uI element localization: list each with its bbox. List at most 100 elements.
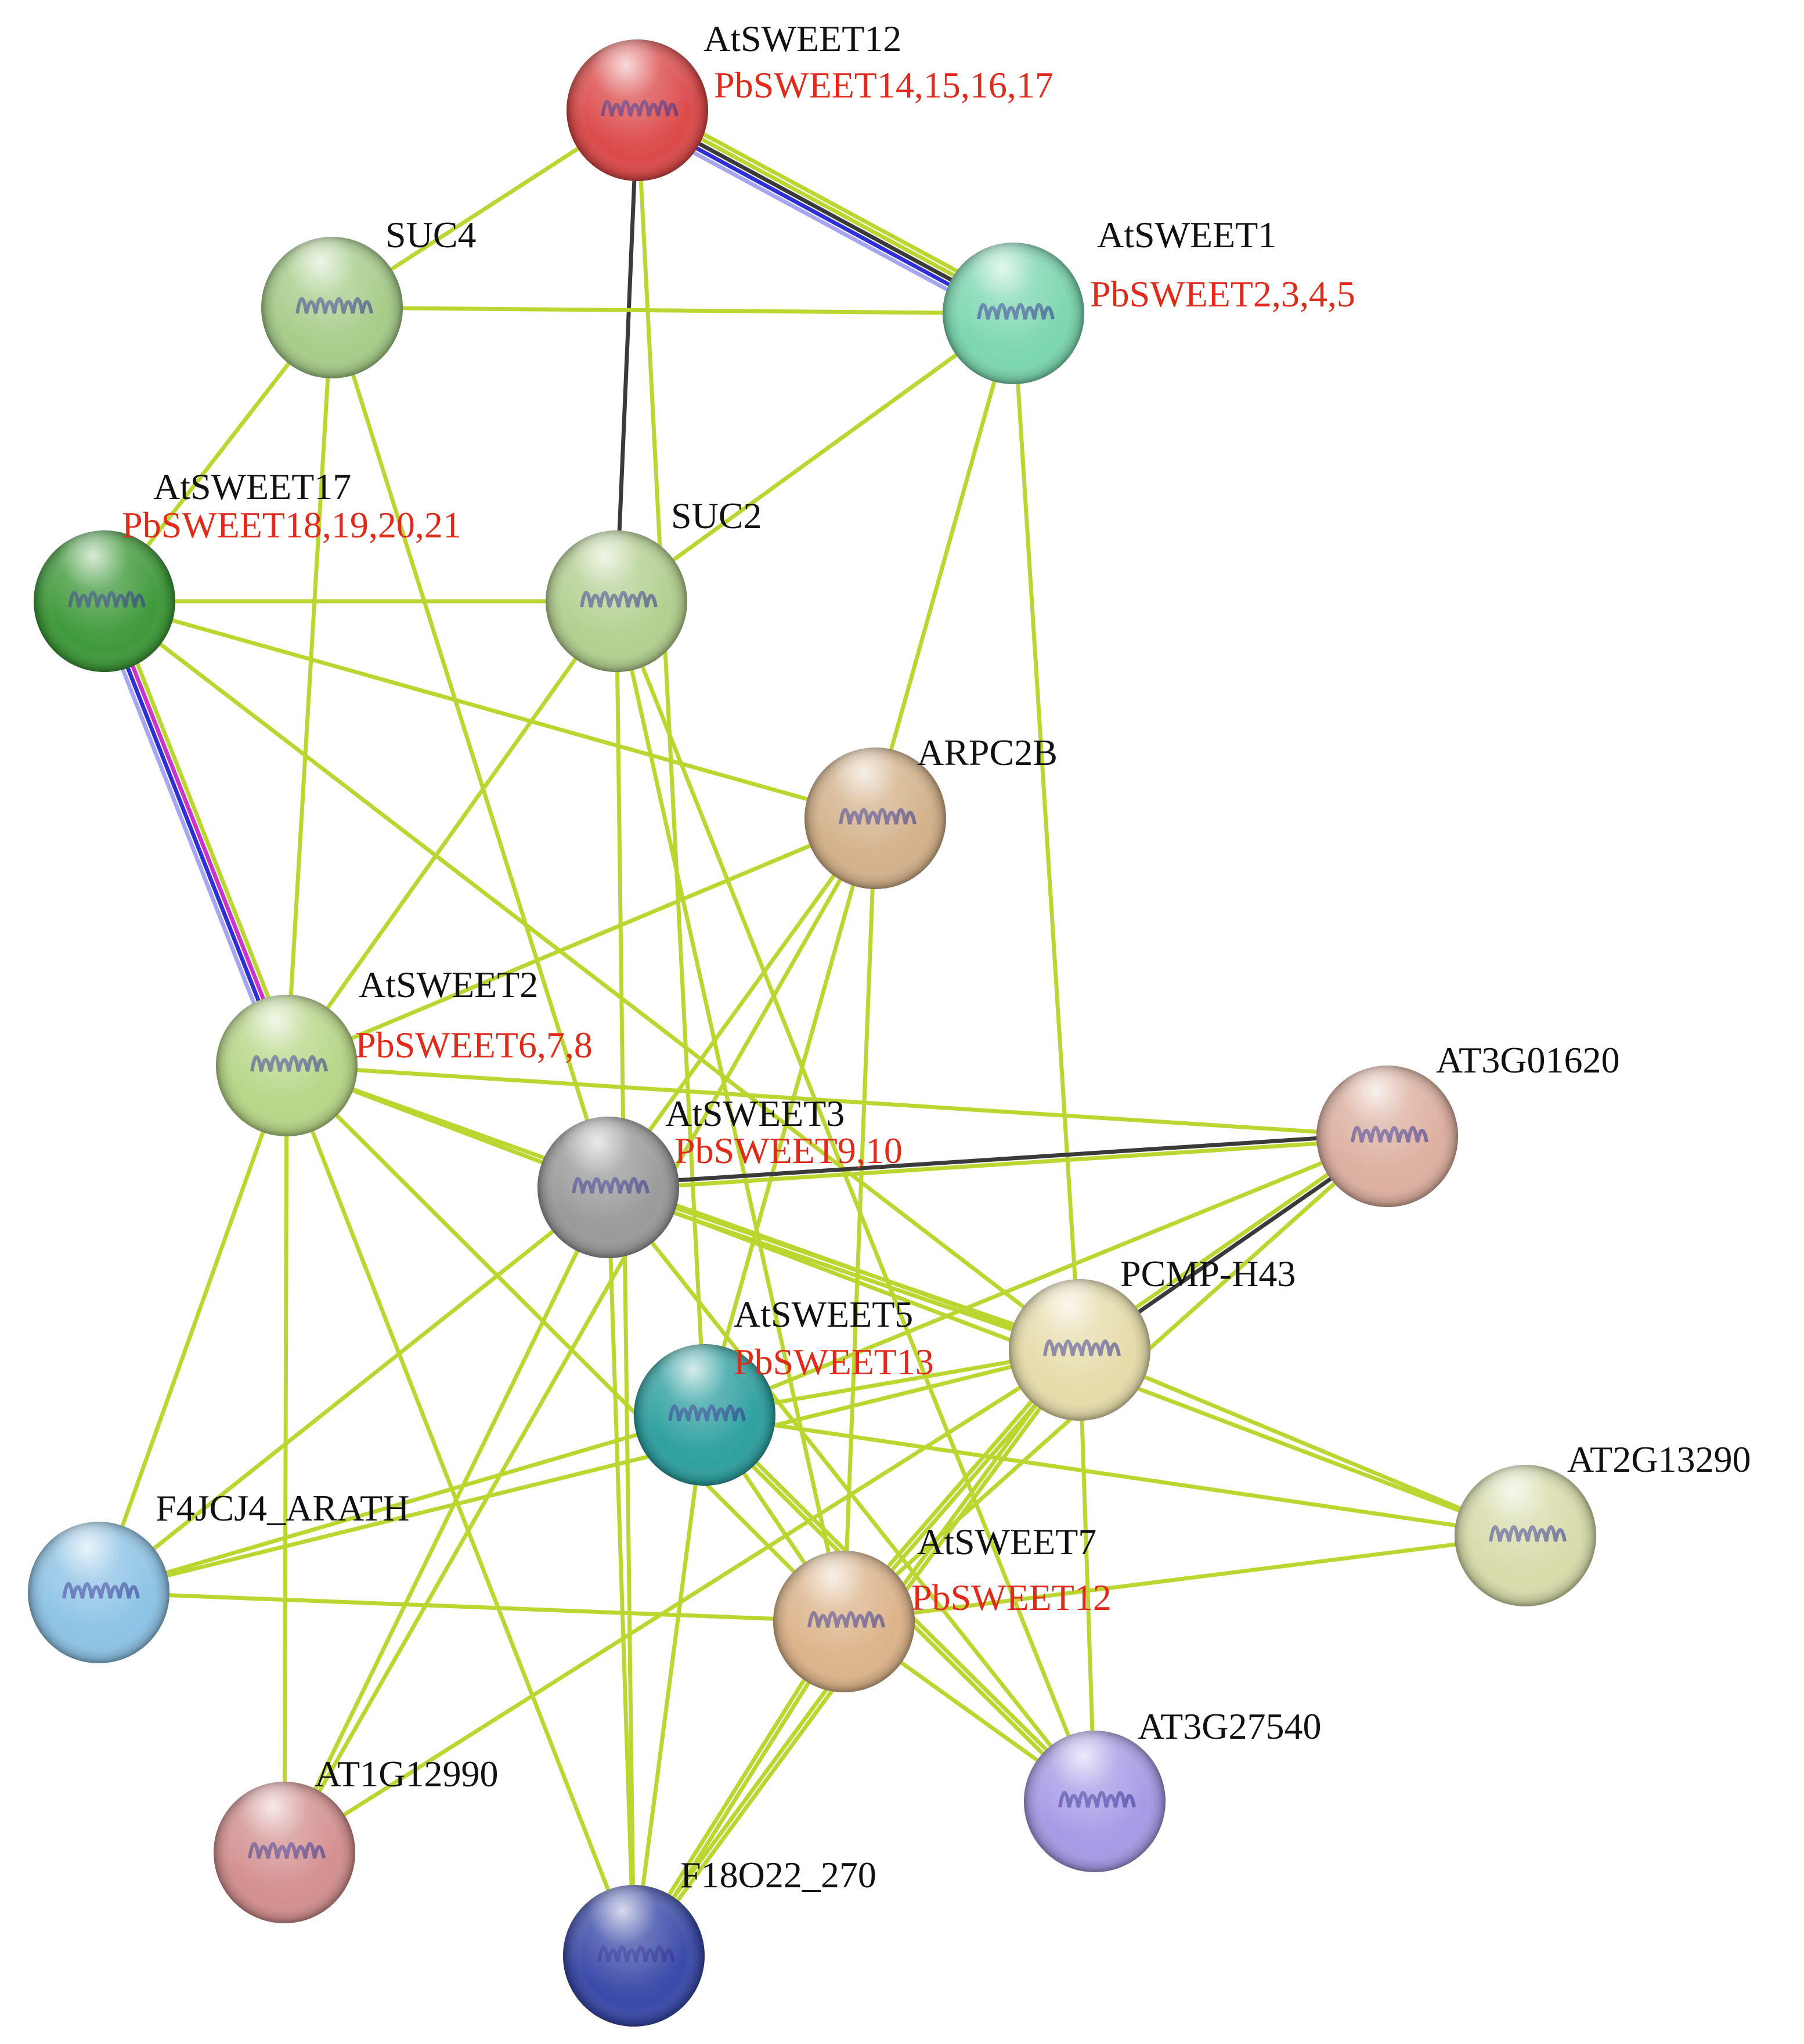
edge-AtSWEET5-AT2G13290 — [702, 1413, 1528, 1538]
edge-line-default — [1077, 1348, 1097, 1804]
node-sublabel: PbSWEET12 — [911, 1577, 1112, 1618]
edge-AtSWEET12-AtSWEET1 — [630, 99, 1021, 325]
edge-line-default — [1011, 311, 1082, 1352]
edge-SUC2-AtSWEET2 — [284, 599, 619, 1068]
edge-line-default — [330, 305, 1016, 316]
edge-line-default — [282, 1063, 289, 1855]
node-label: AT2G13290 — [1567, 1439, 1751, 1480]
node-sphere-highlight — [567, 39, 708, 181]
edge-line-default — [110, 596, 297, 1065]
edge-SUC4-AtSWEET2 — [284, 305, 334, 1068]
edge-SUC4-AtSWEET3 — [330, 305, 611, 1190]
node-label: F4JCJ4_ARATH — [156, 1487, 409, 1529]
node-AT3G27540[interactable]: AT3G27540 — [1024, 1706, 1321, 1872]
node-label: AtSWEET1 — [1097, 214, 1276, 255]
edge-line-default — [606, 816, 878, 1190]
edge-line-default — [702, 1413, 1528, 1538]
edge-AT3G01620-AtSWEET5 — [702, 1134, 1390, 1417]
node-sphere-highlight — [214, 1782, 355, 1923]
edge-PCMP-H43-F4JCJ4_ARATH — [96, 1348, 1082, 1595]
edge-line-light_blue — [630, 117, 1011, 325]
edge-AtSWEET17-AtSWEET2 — [95, 596, 297, 1071]
edge-line-default — [842, 1533, 1528, 1624]
edge-line-default — [606, 1136, 1390, 1192]
node-label: AtSWEET7 — [917, 1521, 1096, 1562]
node-sublabel: PbSWEET2,3,4,5 — [1090, 273, 1355, 315]
edge-line-default — [102, 599, 878, 821]
node-sublabel: PbSWEET6,7,8 — [355, 1024, 593, 1066]
edge-PCMP-H43-AT2G13290 — [1077, 1348, 1528, 1538]
node-label: AtSWEET2 — [359, 964, 538, 1005]
edge-AtSWEET5-F4JCJ4_ARATH — [96, 1413, 707, 1595]
node-sphere-highlight — [1316, 1066, 1458, 1207]
node-label: AtSWEET17 — [153, 466, 351, 507]
node-sphere-highlight — [546, 530, 687, 672]
node-AT1G12990[interactable]: AT1G12990 — [214, 1753, 498, 1923]
node-SUC2[interactable]: SUC2 — [546, 495, 762, 672]
node-label: AT3G27540 — [1138, 1706, 1321, 1747]
node-label: ARPC2B — [917, 732, 1058, 773]
node-F4JCJ4_ARATH[interactable]: F4JCJ4_ARATH — [28, 1487, 409, 1663]
edge-AtSWEET1-SUC2 — [614, 311, 1016, 604]
edge-AtSWEET3-AT3G01620 — [606, 1132, 1390, 1192]
edge-ARPC2B-AT1G12990 — [282, 816, 878, 1855]
node-sphere-highlight — [773, 1551, 915, 1692]
edge-AtSWEET5-F18O22_270 — [632, 1413, 707, 1958]
edge-line-default — [632, 1413, 707, 1958]
edge-line-blue — [100, 600, 287, 1069]
edge-AtSWEET3-AT1G12990 — [282, 1185, 611, 1855]
edge-line-default — [284, 599, 619, 1068]
node-sphere-highlight — [804, 747, 946, 889]
edge-PCMP-H43-AT3G27540 — [1077, 1348, 1097, 1804]
node-sublabel: PbSWEET14,15,16,17 — [714, 64, 1053, 106]
node-sublabel: PbSWEET18,19,20,21 — [122, 504, 461, 546]
node-label: AtSWEET3 — [665, 1093, 845, 1134]
node-sphere-highlight — [1024, 1731, 1166, 1872]
node-label: AtSWEET5 — [734, 1294, 913, 1335]
node-PCMP-H43[interactable]: PCMP-H43 — [1009, 1253, 1296, 1421]
edge-line-default — [702, 1134, 1390, 1417]
edge-AtSWEET17-ARPC2B — [102, 599, 878, 821]
node-sphere-highlight — [537, 1117, 679, 1258]
node-AT3G01620[interactable]: AT3G01620 — [1316, 1039, 1619, 1207]
edge-SUC2-F18O22_270 — [614, 599, 636, 1958]
edge-SUC2-AtSWEET7 — [614, 599, 846, 1624]
edge-AtSWEET12-SUC2 — [614, 108, 640, 604]
node-label: AtSWEET12 — [703, 18, 901, 59]
node-label: AT1G12990 — [315, 1753, 498, 1794]
edge-line-dark — [614, 108, 640, 604]
node-SUC4[interactable]: SUC4 — [261, 214, 477, 378]
node-sphere-highlight — [261, 237, 403, 378]
node-sphere-highlight — [1009, 1279, 1150, 1421]
node-label: PCMP-H43 — [1120, 1253, 1296, 1294]
edge-ARPC2B-AtSWEET7 — [842, 816, 878, 1624]
edge-line-light_blue — [95, 602, 282, 1071]
node-AT2G13290[interactable]: AT2G13290 — [1455, 1439, 1751, 1606]
edge-line-default — [1077, 1348, 1528, 1538]
edge-ARPC2B-AtSWEET3 — [606, 816, 878, 1190]
node-sphere-highlight — [1455, 1465, 1596, 1606]
edge-AtSWEET2-F18O22_270 — [284, 1063, 636, 1958]
node-F18O22_270[interactable]: F18O22_270 — [563, 1854, 876, 2027]
node-sublabel: PbSWEET13 — [734, 1341, 934, 1382]
edge-line-default — [606, 1185, 636, 1958]
node-sphere-highlight — [34, 530, 175, 672]
edge-AtSWEET2-AT1G12990 — [282, 1063, 289, 1855]
edge-F4JCJ4_ARATH-AtSWEET7 — [96, 1590, 846, 1624]
edge-line-default — [96, 1348, 1082, 1595]
edge-AtSWEET2-F4JCJ4_ARATH — [96, 1063, 289, 1595]
edge-ARPC2B-AtSWEET2 — [284, 816, 878, 1068]
edge-line-default — [96, 1590, 846, 1624]
edge-line-default — [607, 1183, 1083, 1350]
edge-AtSWEET3-F18O22_270 — [606, 1185, 636, 1958]
edge-line-default — [284, 305, 334, 1068]
node-ARPC2B[interactable]: ARPC2B — [804, 732, 1058, 889]
